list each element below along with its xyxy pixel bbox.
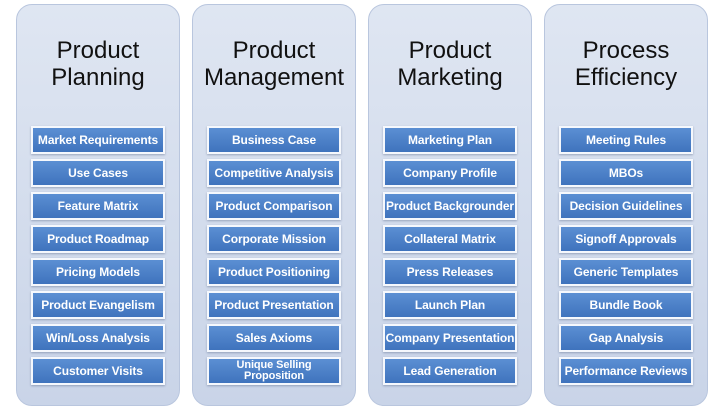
item-box: Product Comparison — [207, 192, 341, 220]
item-box: Feature Matrix — [31, 192, 165, 220]
item-box: Business Case — [207, 126, 341, 154]
item-box: Company Presentation — [383, 324, 517, 352]
column-title: Process Efficiency — [574, 37, 678, 91]
column-product-marketing: Product Marketing Marketing Plan Company… — [368, 4, 532, 406]
item-box: Market Requirements — [31, 126, 165, 154]
item-box: Pricing Models — [31, 258, 165, 286]
column-product-management: Product Management Business Case Competi… — [192, 4, 356, 406]
item-box: Bundle Book — [559, 291, 693, 319]
item-box: Win/Loss Analysis — [31, 324, 165, 352]
item-box: Collateral Matrix — [383, 225, 517, 253]
item-box: Product Evangelism — [31, 291, 165, 319]
column-title: Product Management — [203, 37, 345, 91]
item-box: Use Cases — [31, 159, 165, 187]
item-box: Customer Visits — [31, 357, 165, 385]
item-box: Marketing Plan — [383, 126, 517, 154]
item-box: Product Backgrounder — [383, 192, 517, 220]
item-box: Company Profile — [383, 159, 517, 187]
item-box: Sales Axioms — [207, 324, 341, 352]
item-box: Product Roadmap — [31, 225, 165, 253]
item-box: Competitive Analysis — [207, 159, 341, 187]
item-box: Product Presentation — [207, 291, 341, 319]
item-box: Unique Selling Proposition — [207, 357, 341, 385]
item-box: Press Releases — [383, 258, 517, 286]
item-box: Signoff Approvals — [559, 225, 693, 253]
item-box: Lead Generation — [383, 357, 517, 385]
column-process-efficiency: Process Efficiency Meeting Rules MBOs De… — [544, 4, 708, 406]
item-box: Performance Reviews — [559, 357, 693, 385]
item-box: MBOs — [559, 159, 693, 187]
column-product-planning: Product Planning Market Requirements Use… — [16, 4, 180, 406]
item-box: Decision Guidelines — [559, 192, 693, 220]
item-box: Generic Templates — [559, 258, 693, 286]
column-title: Product Planning — [51, 37, 145, 91]
column-title: Product Marketing — [397, 37, 503, 91]
item-box: Gap Analysis — [559, 324, 693, 352]
item-box: Launch Plan — [383, 291, 517, 319]
item-box: Meeting Rules — [559, 126, 693, 154]
item-box: Product Positioning — [207, 258, 341, 286]
item-box: Corporate Mission — [207, 225, 341, 253]
